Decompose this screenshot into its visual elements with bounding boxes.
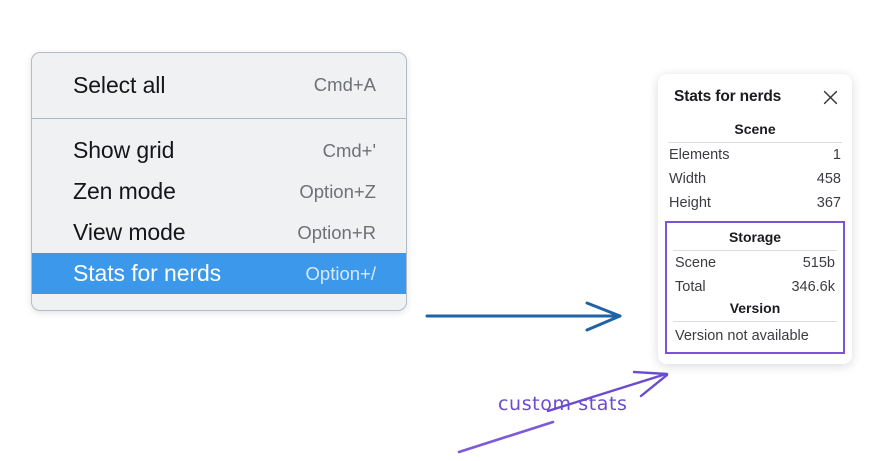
menu-item-show-grid[interactable]: Show grid Cmd+' (32, 130, 406, 171)
menu-item-shortcut: Option+Z (299, 180, 376, 202)
context-menu[interactable]: Select all Cmd+A Show grid Cmd+' Zen mod… (31, 52, 407, 311)
stat-value: 1 (832, 147, 841, 163)
stat-row: Width 458 (658, 167, 852, 191)
menu-item-shortcut: Option+R (297, 221, 376, 243)
section-divider (673, 321, 837, 322)
menu-item-label: Stats for nerds (73, 260, 222, 286)
section-heading: Scene (734, 121, 776, 137)
section-heading: Storage (728, 229, 782, 245)
menu-item-shortcut: Cmd+' (322, 139, 376, 161)
section-divider (668, 142, 842, 143)
stat-row: Scene 515b (667, 251, 843, 275)
menu-item-label: View mode (73, 219, 186, 245)
stat-value: 515b (802, 255, 835, 271)
menu-item-label: Select all (73, 71, 166, 98)
section-version: Version Version not available (667, 299, 843, 347)
stat-key: Total (675, 279, 706, 295)
panel-header: Stats for nerds (658, 88, 852, 106)
menu-item-label: Zen mode (73, 178, 176, 204)
menu-item-select-all[interactable]: Select all Cmd+A (32, 65, 406, 105)
section-scene: Scene Elements 1 Width 458 Height 367 (658, 120, 852, 215)
stat-value: 458 (816, 171, 841, 187)
stat-row: Height 367 (658, 191, 852, 215)
stat-value: 346.6k (791, 279, 835, 295)
close-icon[interactable] (823, 90, 838, 105)
stat-row: Elements 1 (658, 143, 852, 167)
stat-key: Width (669, 171, 707, 187)
menu-item-stats-for-nerds[interactable]: Stats for nerds Option+/ (32, 253, 406, 294)
stat-row: Total 346.6k (667, 275, 843, 299)
stats-for-nerds-panel: Stats for nerds Scene Elements 1 Width 4… (658, 74, 852, 364)
menu-item-shortcut: Option+/ (305, 262, 376, 284)
stat-key: Elements (669, 147, 730, 163)
section-divider (673, 250, 837, 251)
menu-bottom-padding (32, 294, 406, 310)
flow-arrow-icon (425, 301, 622, 332)
menu-item-zen-mode[interactable]: Zen mode Option+Z (32, 171, 406, 212)
menu-item-shortcut: Cmd+A (313, 74, 376, 95)
stat-key: Scene (675, 255, 717, 271)
panel-title: Stats for nerds (674, 88, 782, 105)
menu-group-secondary: Show grid Cmd+' Zen mode Option+Z View m… (32, 118, 406, 310)
stat-key: Height (669, 195, 711, 211)
annotation-note-label: custom stats (498, 393, 628, 415)
version-value: Version not available (675, 328, 809, 344)
section-heading: Version (729, 300, 781, 316)
menu-item-view-mode[interactable]: View mode Option+R (32, 212, 406, 253)
stat-value: 367 (816, 195, 841, 211)
section-storage: Storage Scene 515b Total 346.6k (667, 228, 843, 299)
custom-stats-region: Storage Scene 515b Total 346.6k Version … (665, 221, 845, 354)
menu-group-primary: Select all Cmd+A (32, 53, 406, 118)
note-underline-stroke (457, 420, 555, 454)
menu-item-label: Show grid (73, 137, 175, 163)
